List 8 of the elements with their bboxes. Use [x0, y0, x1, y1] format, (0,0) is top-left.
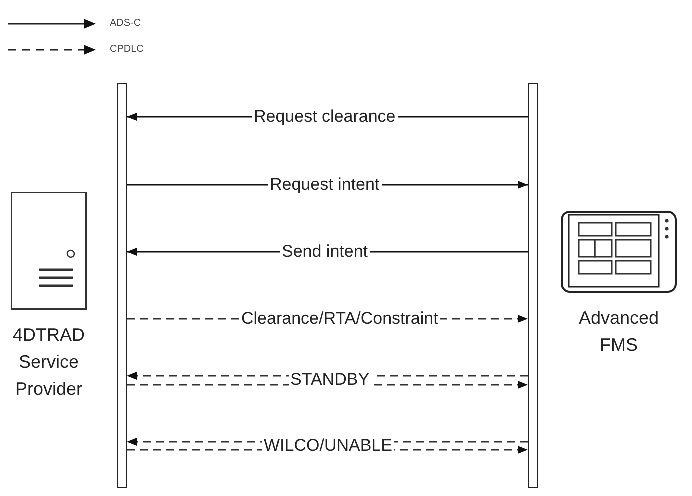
legend-label: ADS-C — [110, 18, 142, 30]
legend-label: CPDLC — [110, 44, 144, 56]
edge-label: Request clearance — [252, 107, 398, 127]
lifeline-bar — [117, 83, 127, 488]
participant-label: Advanced FMS — [578, 307, 660, 357]
participant-label: 4DTRAD Service Provider — [12, 324, 86, 401]
lifeline-bar — [528, 83, 538, 488]
edge-label: Request intent — [268, 175, 382, 195]
